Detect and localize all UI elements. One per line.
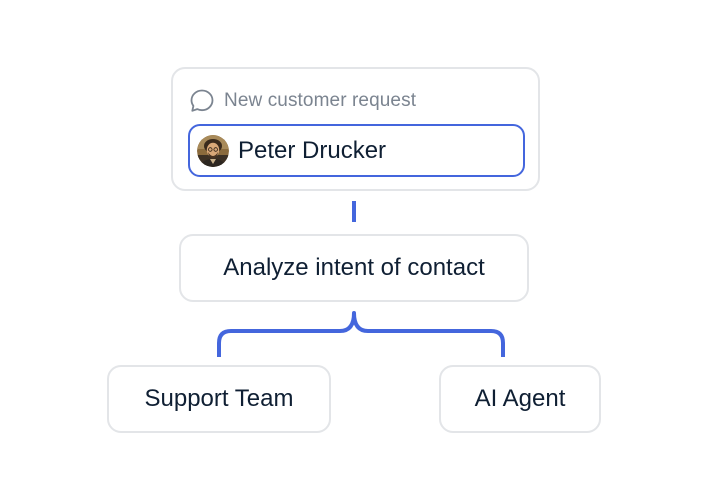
chat-bubble-icon xyxy=(190,89,214,112)
support-team-card[interactable]: Support Team xyxy=(107,365,331,433)
avatar xyxy=(197,134,229,167)
analyze-intent-card[interactable]: Analyze intent of contact xyxy=(179,234,529,302)
branch-connector xyxy=(217,311,505,357)
analyze-label: Analyze intent of contact xyxy=(223,254,485,281)
request-label: New customer request xyxy=(224,90,417,111)
ai-agent-card[interactable]: AI Agent xyxy=(439,365,601,433)
new-request-card[interactable]: New customer request xyxy=(171,67,540,191)
request-header: New customer request xyxy=(189,88,416,114)
ai-agent-label: AI Agent xyxy=(474,385,566,412)
contact-field[interactable]: Peter Drucker xyxy=(188,124,525,177)
support-team-label: Support Team xyxy=(144,385,294,412)
contact-name: Peter Drucker xyxy=(238,136,387,164)
